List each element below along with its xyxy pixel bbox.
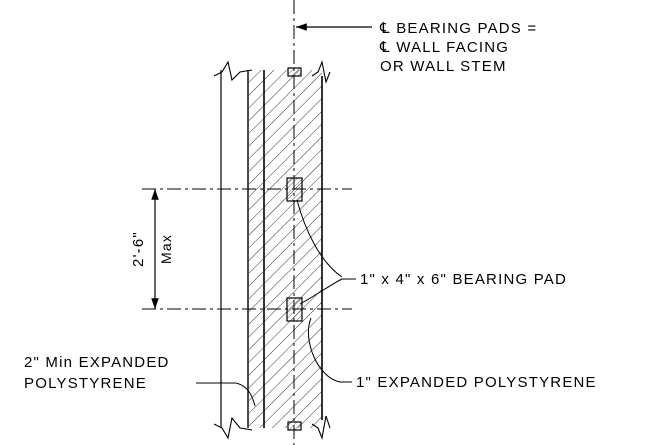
bearing-pad-top bbox=[287, 67, 302, 77]
bearing-pad-upper bbox=[286, 177, 303, 202]
bearing-pad-callout: 1" x 4" x 6" BEARING PAD bbox=[360, 271, 567, 288]
bearing-pad-bottom bbox=[287, 421, 302, 431]
polystyrene-2in-callout-line-2: POLYSTYRENE bbox=[24, 375, 147, 392]
polystyrene-2in-layer bbox=[249, 70, 263, 428]
bearing-pad-leader-upper bbox=[296, 199, 343, 278]
wall-panel bbox=[264, 70, 322, 428]
bearing-pad-leader-lower bbox=[299, 278, 356, 305]
dimension-qualifier: Max bbox=[158, 234, 174, 264]
break-line-bottom-right bbox=[311, 415, 331, 440]
centerline-callout-line-2: ℄ WALL FACING bbox=[379, 39, 509, 56]
polystyrene-2in-callout-line-1: 2" Min EXPANDED bbox=[24, 354, 170, 371]
break-line-top-right bbox=[311, 60, 331, 84]
polystyrene-1in-callout: 1" EXPANDED POLYSTYRENE bbox=[356, 374, 597, 391]
centerline-callout-line-1: ℄ BEARING PADS = bbox=[379, 20, 537, 37]
bearing-pad-lower bbox=[286, 297, 303, 322]
polystyrene-1in-leader bbox=[307, 317, 352, 383]
break-line-top-left bbox=[213, 60, 253, 82]
centerline-callout-line-3: OR WALL STEM bbox=[380, 58, 507, 75]
dimension-value: 2'-6" bbox=[130, 231, 147, 267]
polystyrene-2in-leader bbox=[196, 382, 256, 407]
break-line-bottom-left bbox=[213, 416, 253, 440]
